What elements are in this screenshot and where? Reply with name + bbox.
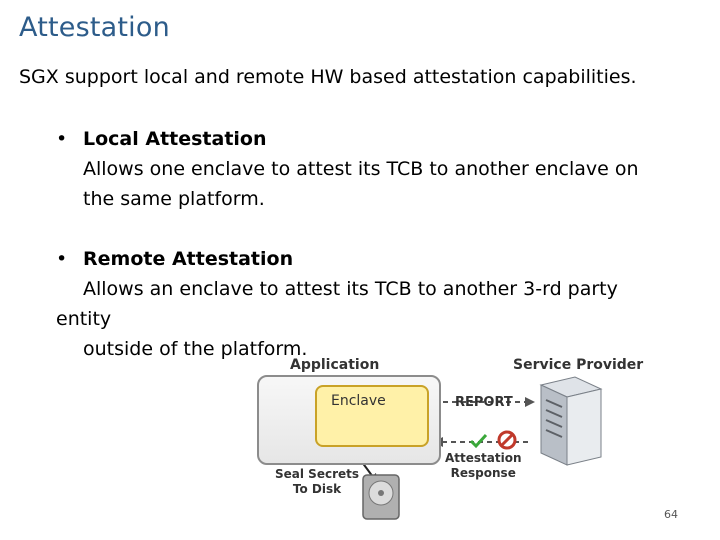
intro-text: SGX support local and remote HW based at… [19,66,637,88]
bullet-remote-attestation: • Remote Attestation Allows an enclave to… [56,244,618,364]
application-label: Application [290,357,380,373]
seal-secrets-label: Seal Secrets To Disk [275,467,359,497]
enclave-label: Enclave [331,393,386,409]
attestation-response-line: Attestation [445,451,522,465]
seal-line: Seal Secrets [275,467,359,481]
slide-title: Attestation [19,12,170,43]
bullet-dot: • [56,128,68,150]
bullet-text-line: outside of the platform. [83,338,308,360]
page-number: 64 [664,508,678,521]
attestation-response-label: Attestation Response [445,451,522,481]
bullet-heading: Local Attestation [83,128,267,150]
enclave-box [315,385,429,447]
report-arrowhead [525,397,535,407]
bullet-text-line: Allows an enclave to attest its TCB to a… [83,278,618,300]
report-label: REPORT [455,395,513,410]
bullet-text-line: entity [56,308,112,330]
bullet-heading: Remote Attestation [83,248,294,270]
service-provider-label: Service Provider [513,357,644,373]
check-icon [469,433,488,449]
prohibited-icon [497,430,517,450]
seal-line: To Disk [292,482,342,496]
attestation-response-line: Response [450,466,516,480]
bullet-local-attestation: • Local Attestation Allows one enclave to… [56,124,639,214]
bullet-dot: • [56,248,68,270]
server-icon [539,376,603,466]
bullet-text-line: the same platform. [83,188,265,210]
remote-attestation-diagram: Application Service Provider Enclave REP… [245,355,655,525]
bullet-text-line: Allows one enclave to attest its TCB to … [83,158,639,180]
hard-disk-icon [362,474,400,520]
